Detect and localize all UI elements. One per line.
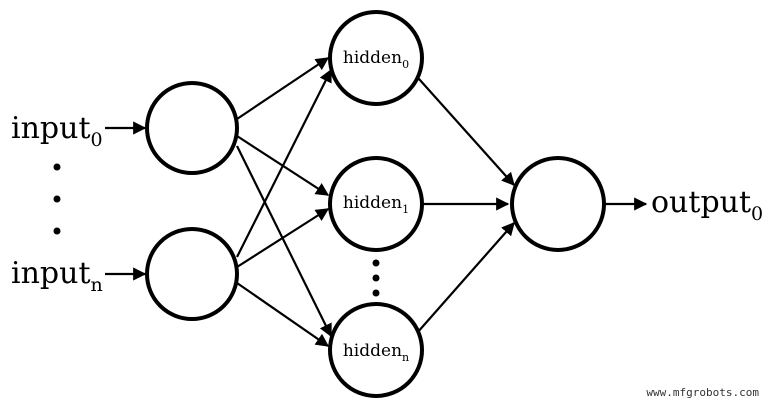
hidden-node-n [328,302,424,398]
edge-h0-out [401,59,515,186]
output0-label: output0 [651,185,763,225]
hidden0-label: hidden0 [343,48,409,71]
hidden-ellipsis [372,259,380,297]
hidden-node-0 [328,10,424,106]
hiddenn-label: hiddenn [343,341,409,364]
output-node-0 [510,156,606,252]
inputn-label: inputn [11,256,103,296]
edge-hn-out [401,222,515,351]
hidden1-label: hidden1 [343,193,409,216]
input-ellipsis [53,163,61,235]
edge-inn-h1 [236,208,330,268]
watermark: www.mfgrobots.com [646,386,759,399]
edge-inn-hn [236,282,330,347]
input0-label: input0 [11,111,103,151]
input-node-n [145,227,239,321]
edge-in0-h0 [236,57,330,120]
edge-inn-h0 [236,68,332,258]
input-node-0 [145,81,239,175]
edge-in0-hn [236,145,332,338]
hidden-node-1 [328,156,424,252]
